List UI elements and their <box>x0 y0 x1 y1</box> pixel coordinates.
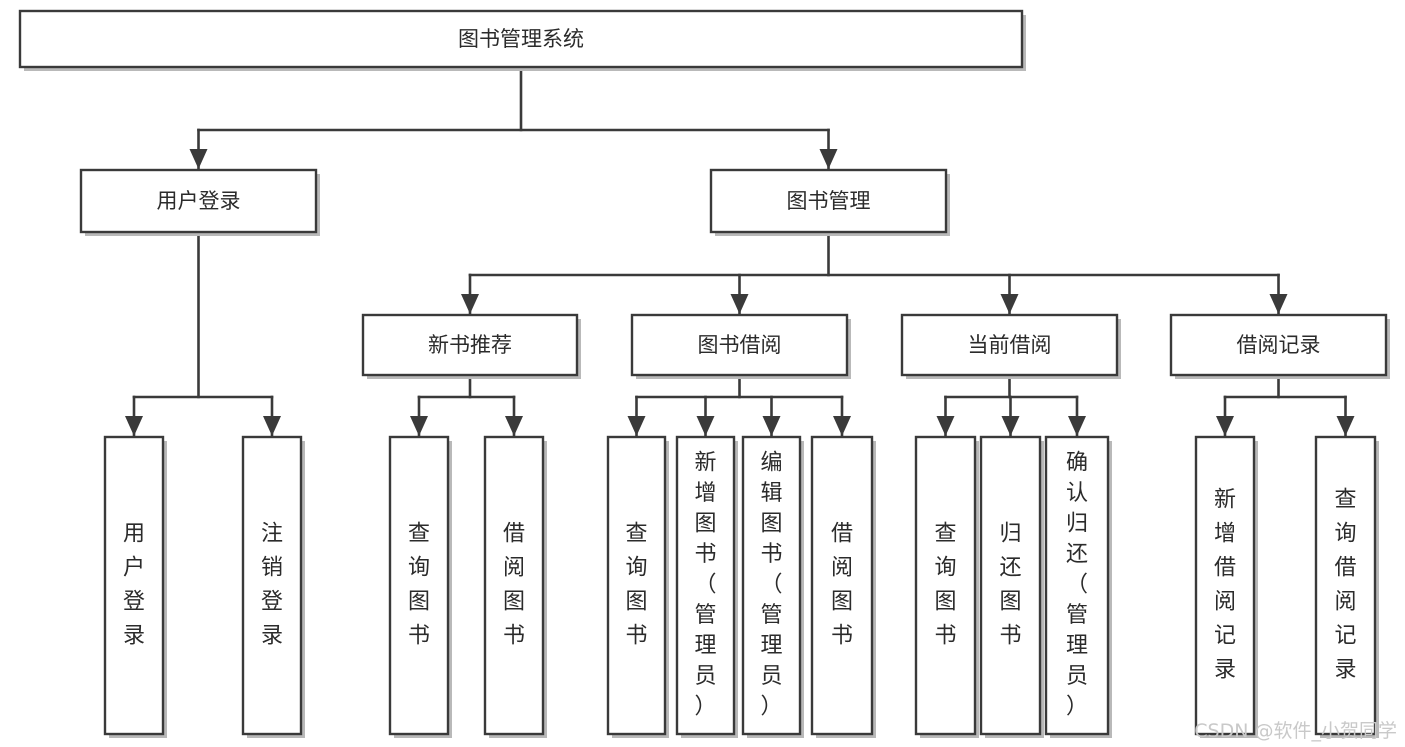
arrow-head-icon <box>696 416 715 436</box>
node-user-login[interactable]: 用户登录 <box>79 168 320 236</box>
connector-group-root <box>189 65 838 171</box>
node-label: 借阅图书 <box>831 522 853 649</box>
arrow-head-icon <box>1001 416 1020 436</box>
arrow-head-icon <box>833 416 851 436</box>
node-leaf-query-book-rec[interactable]: 查询图书 <box>388 435 452 738</box>
arrow-head-icon <box>819 149 838 169</box>
node-label: 新增图书（管理员） <box>694 451 716 720</box>
node-label: 新增借阅记录 <box>1214 488 1236 683</box>
arrow-head-icon <box>461 294 479 314</box>
arrow-head-icon <box>1216 416 1234 436</box>
node-leaf-user-logout[interactable]: 注销登录 <box>241 435 305 738</box>
node-label: 编辑图书（管理员） <box>760 451 782 720</box>
node-leaf-query-book-borrow[interactable]: 查询图书 <box>606 435 669 738</box>
node-current-borrow[interactable]: 当前借阅 <box>900 313 1121 379</box>
node-label: 查询图书 <box>408 522 430 649</box>
node-leaf-confirm-return-admin[interactable]: 确认归还（管理员） <box>1044 435 1112 738</box>
node-leaf-borrow-book-rec[interactable]: 借阅图书 <box>483 435 547 738</box>
arrow-head-icon <box>263 416 281 436</box>
node-label: 借阅图书 <box>503 522 525 649</box>
arrow-head-icon <box>1336 416 1355 436</box>
node-label: 图书管理 <box>787 189 871 213</box>
node-label: 用户登录 <box>157 189 241 213</box>
connector-group-book-manage <box>461 230 1288 316</box>
arrow-head-icon <box>936 416 955 436</box>
node-label: 注销登录 <box>261 522 283 649</box>
csdn-watermark: CSDN @软件_小贺同学 <box>1194 720 1397 742</box>
node-root-图书管理系统[interactable]: 图书管理系统 <box>18 9 1026 71</box>
connector-group-current-borrow <box>936 373 1086 438</box>
node-leaf-borrow-book[interactable]: 借阅图书 <box>810 435 876 738</box>
arrow-head-icon <box>1068 416 1086 436</box>
connector-group-borrow-record <box>1216 373 1355 438</box>
node-leaf-query-book-current[interactable]: 查询图书 <box>914 435 979 738</box>
node-label: 查询图书 <box>625 522 647 649</box>
node-book-borrow[interactable]: 图书借阅 <box>630 313 851 379</box>
node-label: 图书借阅 <box>698 333 782 357</box>
node-label: 新书推荐 <box>428 333 512 357</box>
node-label: 借阅记录 <box>1237 333 1321 357</box>
node-label: 图书管理系统 <box>458 27 584 51</box>
arrow-head-icon <box>125 416 143 436</box>
arrow-head-icon <box>189 149 208 169</box>
arrow-head-icon <box>1269 294 1288 314</box>
node-label: 查询借阅记录 <box>1334 488 1356 683</box>
node-label: 用户登录 <box>123 522 145 649</box>
node-leaf-query-borrow-record[interactable]: 查询借阅记录 <box>1314 435 1379 738</box>
node-leaf-add-book-admin[interactable]: 新增图书（管理员） <box>675 435 738 738</box>
node-leaf-return-book[interactable]: 归还图书 <box>979 435 1044 738</box>
node-leaf-user-login[interactable]: 用户登录 <box>103 435 167 738</box>
node-label: 当前借阅 <box>968 333 1052 357</box>
connector-layer <box>125 65 1355 438</box>
connector-group-new-book-recommend <box>410 373 523 438</box>
arrow-head-icon <box>505 416 523 436</box>
arrow-head-icon <box>1000 294 1019 314</box>
node-leaf-add-borrow-record[interactable]: 新增借阅记录 <box>1194 435 1258 738</box>
node-layer: 图书管理系统用户登录图书管理新书推荐图书借阅当前借阅借阅记录用户登录注销登录查询… <box>18 9 1390 738</box>
node-label: 确认归还（管理员） <box>1066 451 1088 720</box>
node-label: 查询图书 <box>934 522 956 649</box>
connector-group-book-borrow <box>627 373 851 438</box>
node-leaf-edit-book-admin[interactable]: 编辑图书（管理员） <box>741 435 804 738</box>
node-label: 归还图书 <box>999 522 1021 649</box>
arrow-head-icon <box>410 416 428 436</box>
arrow-head-icon <box>627 416 646 436</box>
node-new-book-recommend[interactable]: 新书推荐 <box>361 313 581 379</box>
node-borrow-record[interactable]: 借阅记录 <box>1169 313 1390 379</box>
connector-group-user-login <box>125 230 281 438</box>
arrow-head-icon <box>730 294 749 314</box>
arrow-head-icon <box>762 416 781 436</box>
node-book-manage[interactable]: 图书管理 <box>709 168 950 236</box>
